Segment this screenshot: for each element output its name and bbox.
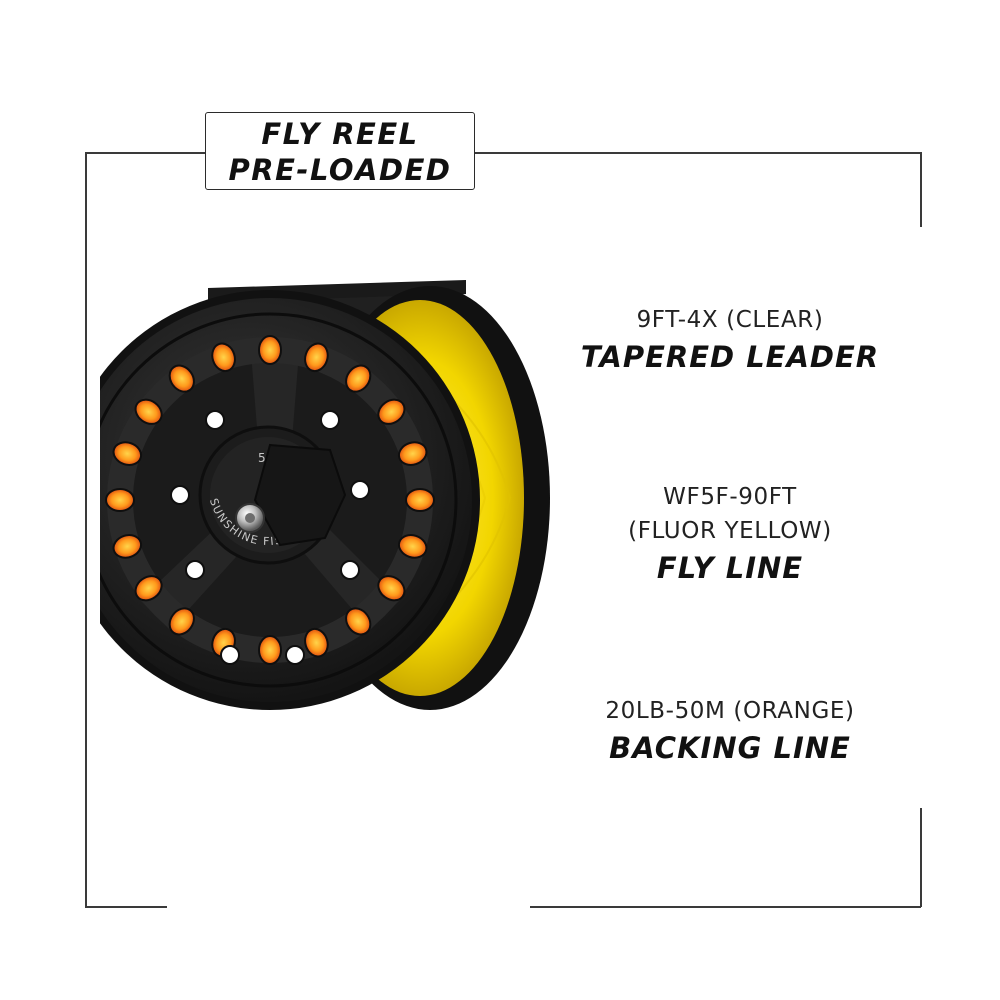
rim-port <box>112 534 143 559</box>
spec-name: TAPERED LEADER <box>580 340 880 374</box>
frame-hole <box>340 560 360 580</box>
frame-bottom-right <box>530 906 921 908</box>
frame-hole <box>185 560 205 580</box>
frame-hole <box>170 485 190 505</box>
spec-detail: 9FT-4X (CLEAR) <box>636 307 824 333</box>
rim-port <box>112 441 143 466</box>
rim-port <box>405 488 435 512</box>
frame-right-lower <box>920 808 922 907</box>
rim-port <box>211 342 236 373</box>
frame-hole <box>320 410 340 430</box>
rim-port <box>258 635 282 665</box>
spec-name: BACKING LINE <box>609 731 851 765</box>
rim-port <box>397 441 428 466</box>
rim-port <box>397 534 428 559</box>
spec-detail-line-2: (FLUOR YELLOW) <box>628 518 832 544</box>
frame-hole <box>285 645 305 665</box>
title-badge: FLY REEL PRE-LOADED <box>205 112 475 190</box>
frame-bottom-left <box>85 906 167 908</box>
frame-hole <box>350 480 370 500</box>
frame-hole <box>220 645 240 665</box>
rim-port <box>345 364 372 393</box>
spec-detail-line-1: WF5F-90FT <box>663 484 797 510</box>
frame-left <box>85 152 87 907</box>
title-line-2: PRE-LOADED <box>228 153 452 187</box>
rim-port <box>168 364 195 393</box>
rim-port <box>377 575 406 602</box>
rim-ports <box>105 335 435 665</box>
frame-hole <box>205 410 225 430</box>
rim-port <box>377 398 406 425</box>
rim-port <box>134 575 163 602</box>
spec-backing-line: 20LB-50M (ORANGE) BACKING LINE <box>560 694 900 768</box>
rim-port <box>134 398 163 425</box>
spec-detail: 20LB-50M (ORANGE) <box>605 698 855 724</box>
frame-top-right <box>475 152 921 154</box>
rim-port <box>345 607 372 636</box>
spec-name: FLY LINE <box>656 551 804 585</box>
frame-top-left <box>85 152 205 154</box>
spec-tapered-leader: 9FT-4X (CLEAR) TAPERED LEADER <box>560 303 900 377</box>
rim-port <box>168 607 195 636</box>
rim-port <box>304 342 329 373</box>
rim-port <box>105 488 135 512</box>
fly-reel-image: SF SUNSHINE FISHING PRODUCT 5/6 <box>100 270 550 710</box>
rim-port <box>304 627 329 658</box>
title-line-1: FLY REEL <box>261 117 419 151</box>
frame-right-upper <box>920 152 922 227</box>
spec-fly-line: WF5F-90FT (FLUOR YELLOW) FLY LINE <box>560 480 900 588</box>
rim-port <box>258 335 282 365</box>
